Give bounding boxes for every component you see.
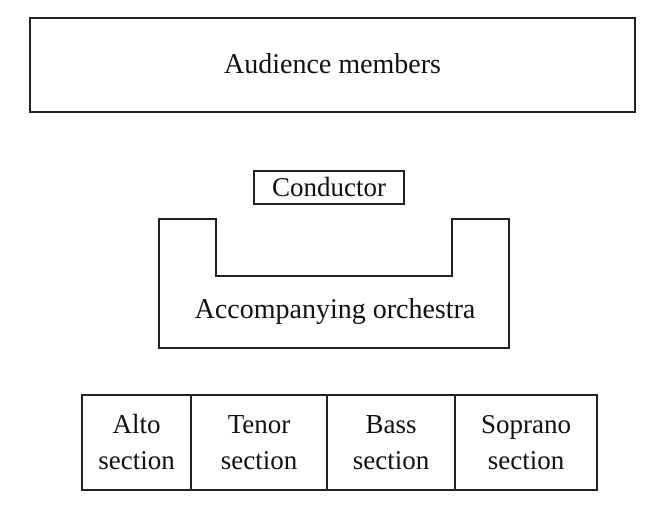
soprano-section-label: Soprano section [481, 407, 571, 477]
alto-section-line1: Alto [112, 409, 161, 440]
conductor-label: Conductor [272, 172, 386, 203]
alto-section-box: Alto section [83, 396, 192, 489]
choir-sections-row: Alto section Tenor section Bass section … [81, 394, 598, 491]
tenor-section-label: Tenor section [221, 407, 297, 477]
conductor-box: Conductor [253, 170, 405, 205]
audience-members-label: Audience members [224, 49, 441, 81]
soprano-section-box: Soprano section [456, 396, 596, 489]
orchestra-u-shape [158, 218, 510, 349]
soprano-section-line2: section [487, 444, 565, 475]
alto-section-line2: section [98, 444, 175, 475]
tenor-section-line1: Tenor [227, 409, 291, 440]
bass-section-label: Bass section [353, 407, 429, 477]
audience-members-box: Audience members [29, 17, 636, 113]
tenor-section-box: Tenor section [192, 396, 328, 489]
orchestra-label-text: Accompanying orchestra [194, 294, 476, 325]
soprano-section-line1: Soprano [481, 409, 571, 440]
bass-section-line1: Bass [365, 409, 417, 440]
bass-section-box: Bass section [328, 396, 456, 489]
tenor-section-line2: section [220, 444, 298, 475]
accompanying-orchestra-label: Accompanying orchestra [160, 285, 510, 335]
alto-section-label: Alto section [98, 407, 174, 477]
bass-section-line2: section [352, 444, 430, 475]
